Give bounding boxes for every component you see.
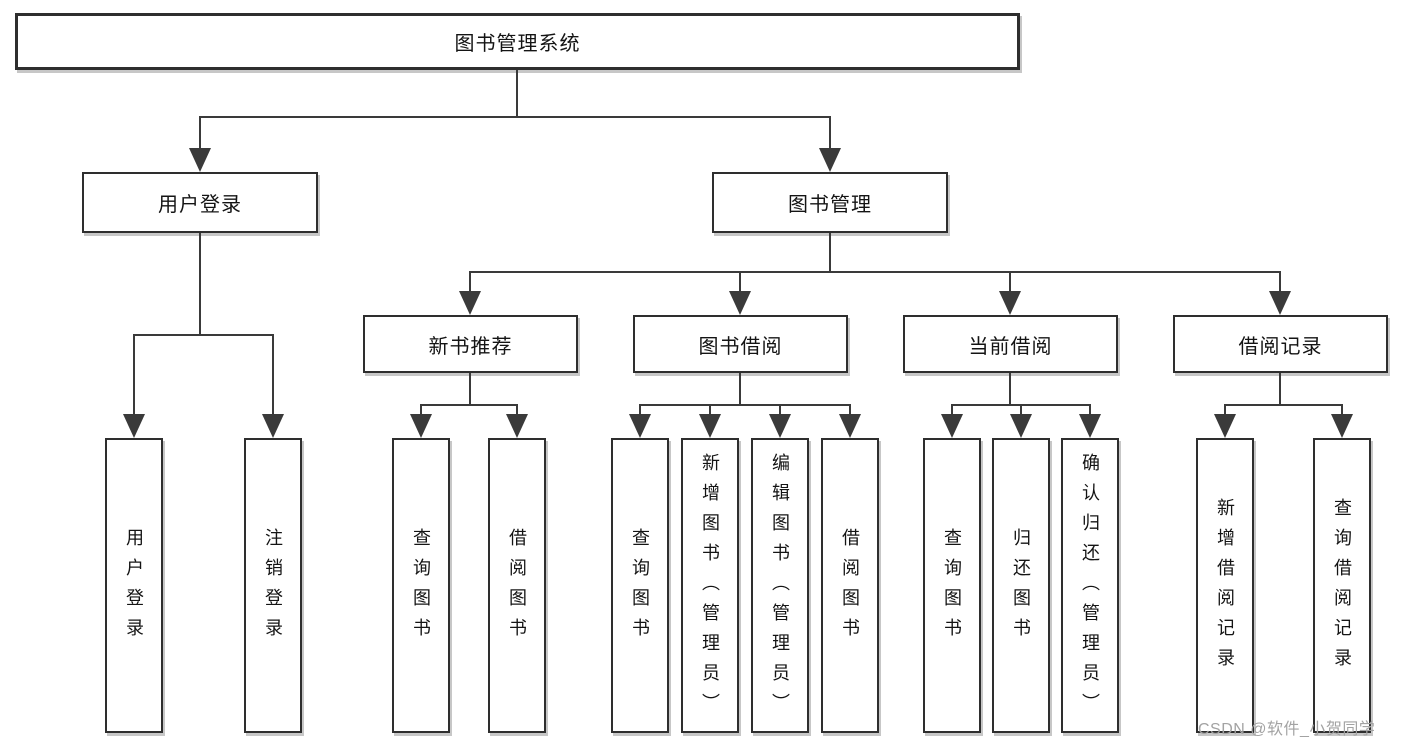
connector-line <box>420 404 422 418</box>
node-book-management: 图书管理 <box>712 172 948 233</box>
arrowhead-down-icon <box>839 414 861 438</box>
connector-line <box>849 404 851 418</box>
connector-line <box>739 373 741 406</box>
connector-line <box>1009 271 1011 293</box>
connector-line <box>639 404 641 418</box>
node-user-login: 用户登录 <box>82 172 318 233</box>
node-current-borrow: 当前借阅 <box>903 315 1118 373</box>
connector-line <box>469 271 471 293</box>
connector-line <box>779 404 781 418</box>
arrowhead-down-icon <box>189 148 211 172</box>
connector-line <box>199 233 201 336</box>
node-library-management-system: 图书管理系统 <box>15 13 1020 70</box>
node-book-borrow: 图书借阅 <box>633 315 848 373</box>
connector-line <box>951 404 953 418</box>
arrowhead-down-icon <box>999 291 1021 315</box>
arrowhead-down-icon <box>1331 414 1353 438</box>
connector-line <box>1279 373 1281 406</box>
connector-line <box>639 404 851 406</box>
leaf-query-borrow-record: 查询借阅记录 <box>1313 438 1371 733</box>
leaf-edit-books-admin: 编辑图书（管理员） <box>751 438 809 733</box>
leaf-query-books-current: 查询图书 <box>923 438 981 733</box>
connector-line <box>516 404 518 418</box>
connector-line <box>1020 404 1022 418</box>
connector-line <box>199 116 831 118</box>
arrowhead-down-icon <box>629 414 651 438</box>
leaf-query-books-borrow: 查询图书 <box>611 438 669 733</box>
leaf-borrow-books-recommend: 借阅图书 <box>488 438 546 733</box>
connector-line <box>829 116 831 150</box>
connector-line <box>516 70 518 118</box>
connector-line <box>272 334 274 416</box>
connector-line <box>1089 404 1091 418</box>
connector-line <box>420 404 518 406</box>
connector-line <box>1279 271 1281 293</box>
arrowhead-down-icon <box>941 414 963 438</box>
arrowhead-down-icon <box>699 414 721 438</box>
node-new-book-recommend: 新书推荐 <box>363 315 578 373</box>
connector-line <box>133 334 135 416</box>
leaf-add-borrow-record: 新增借阅记录 <box>1196 438 1254 733</box>
arrowhead-down-icon <box>262 414 284 438</box>
arrowhead-down-icon <box>1269 291 1291 315</box>
leaf-borrow-books: 借阅图书 <box>821 438 879 733</box>
connector-line <box>1224 404 1343 406</box>
leaf-logout: 注销登录 <box>244 438 302 733</box>
arrowhead-down-icon <box>1079 414 1101 438</box>
arrowhead-down-icon <box>1010 414 1032 438</box>
leaf-confirm-return-admin: 确认归还（管理员） <box>1061 438 1119 733</box>
connector-line <box>199 116 201 150</box>
connector-line <box>1341 404 1343 418</box>
connector-line <box>709 404 711 418</box>
connector-line <box>1224 404 1226 418</box>
connector-line <box>469 271 1281 273</box>
arrowhead-down-icon <box>123 414 145 438</box>
arrowhead-down-icon <box>1214 414 1236 438</box>
arrowhead-down-icon <box>506 414 528 438</box>
arrowhead-down-icon <box>819 148 841 172</box>
connector-line <box>133 334 274 336</box>
csdn-watermark: CSDN @软件_小贺同学 <box>1198 721 1376 738</box>
node-borrow-records: 借阅记录 <box>1173 315 1388 373</box>
leaf-user-login: 用户登录 <box>105 438 163 733</box>
arrowhead-down-icon <box>459 291 481 315</box>
connector-line <box>739 271 741 293</box>
leaf-query-books-recommend: 查询图书 <box>392 438 450 733</box>
leaf-return-books: 归还图书 <box>992 438 1050 733</box>
leaf-add-books-admin: 新增图书（管理员） <box>681 438 739 733</box>
connector-line <box>829 233 831 273</box>
arrowhead-down-icon <box>410 414 432 438</box>
arrowhead-down-icon <box>729 291 751 315</box>
arrowhead-down-icon <box>769 414 791 438</box>
connector-line <box>1009 373 1011 406</box>
connector-line <box>469 373 471 406</box>
